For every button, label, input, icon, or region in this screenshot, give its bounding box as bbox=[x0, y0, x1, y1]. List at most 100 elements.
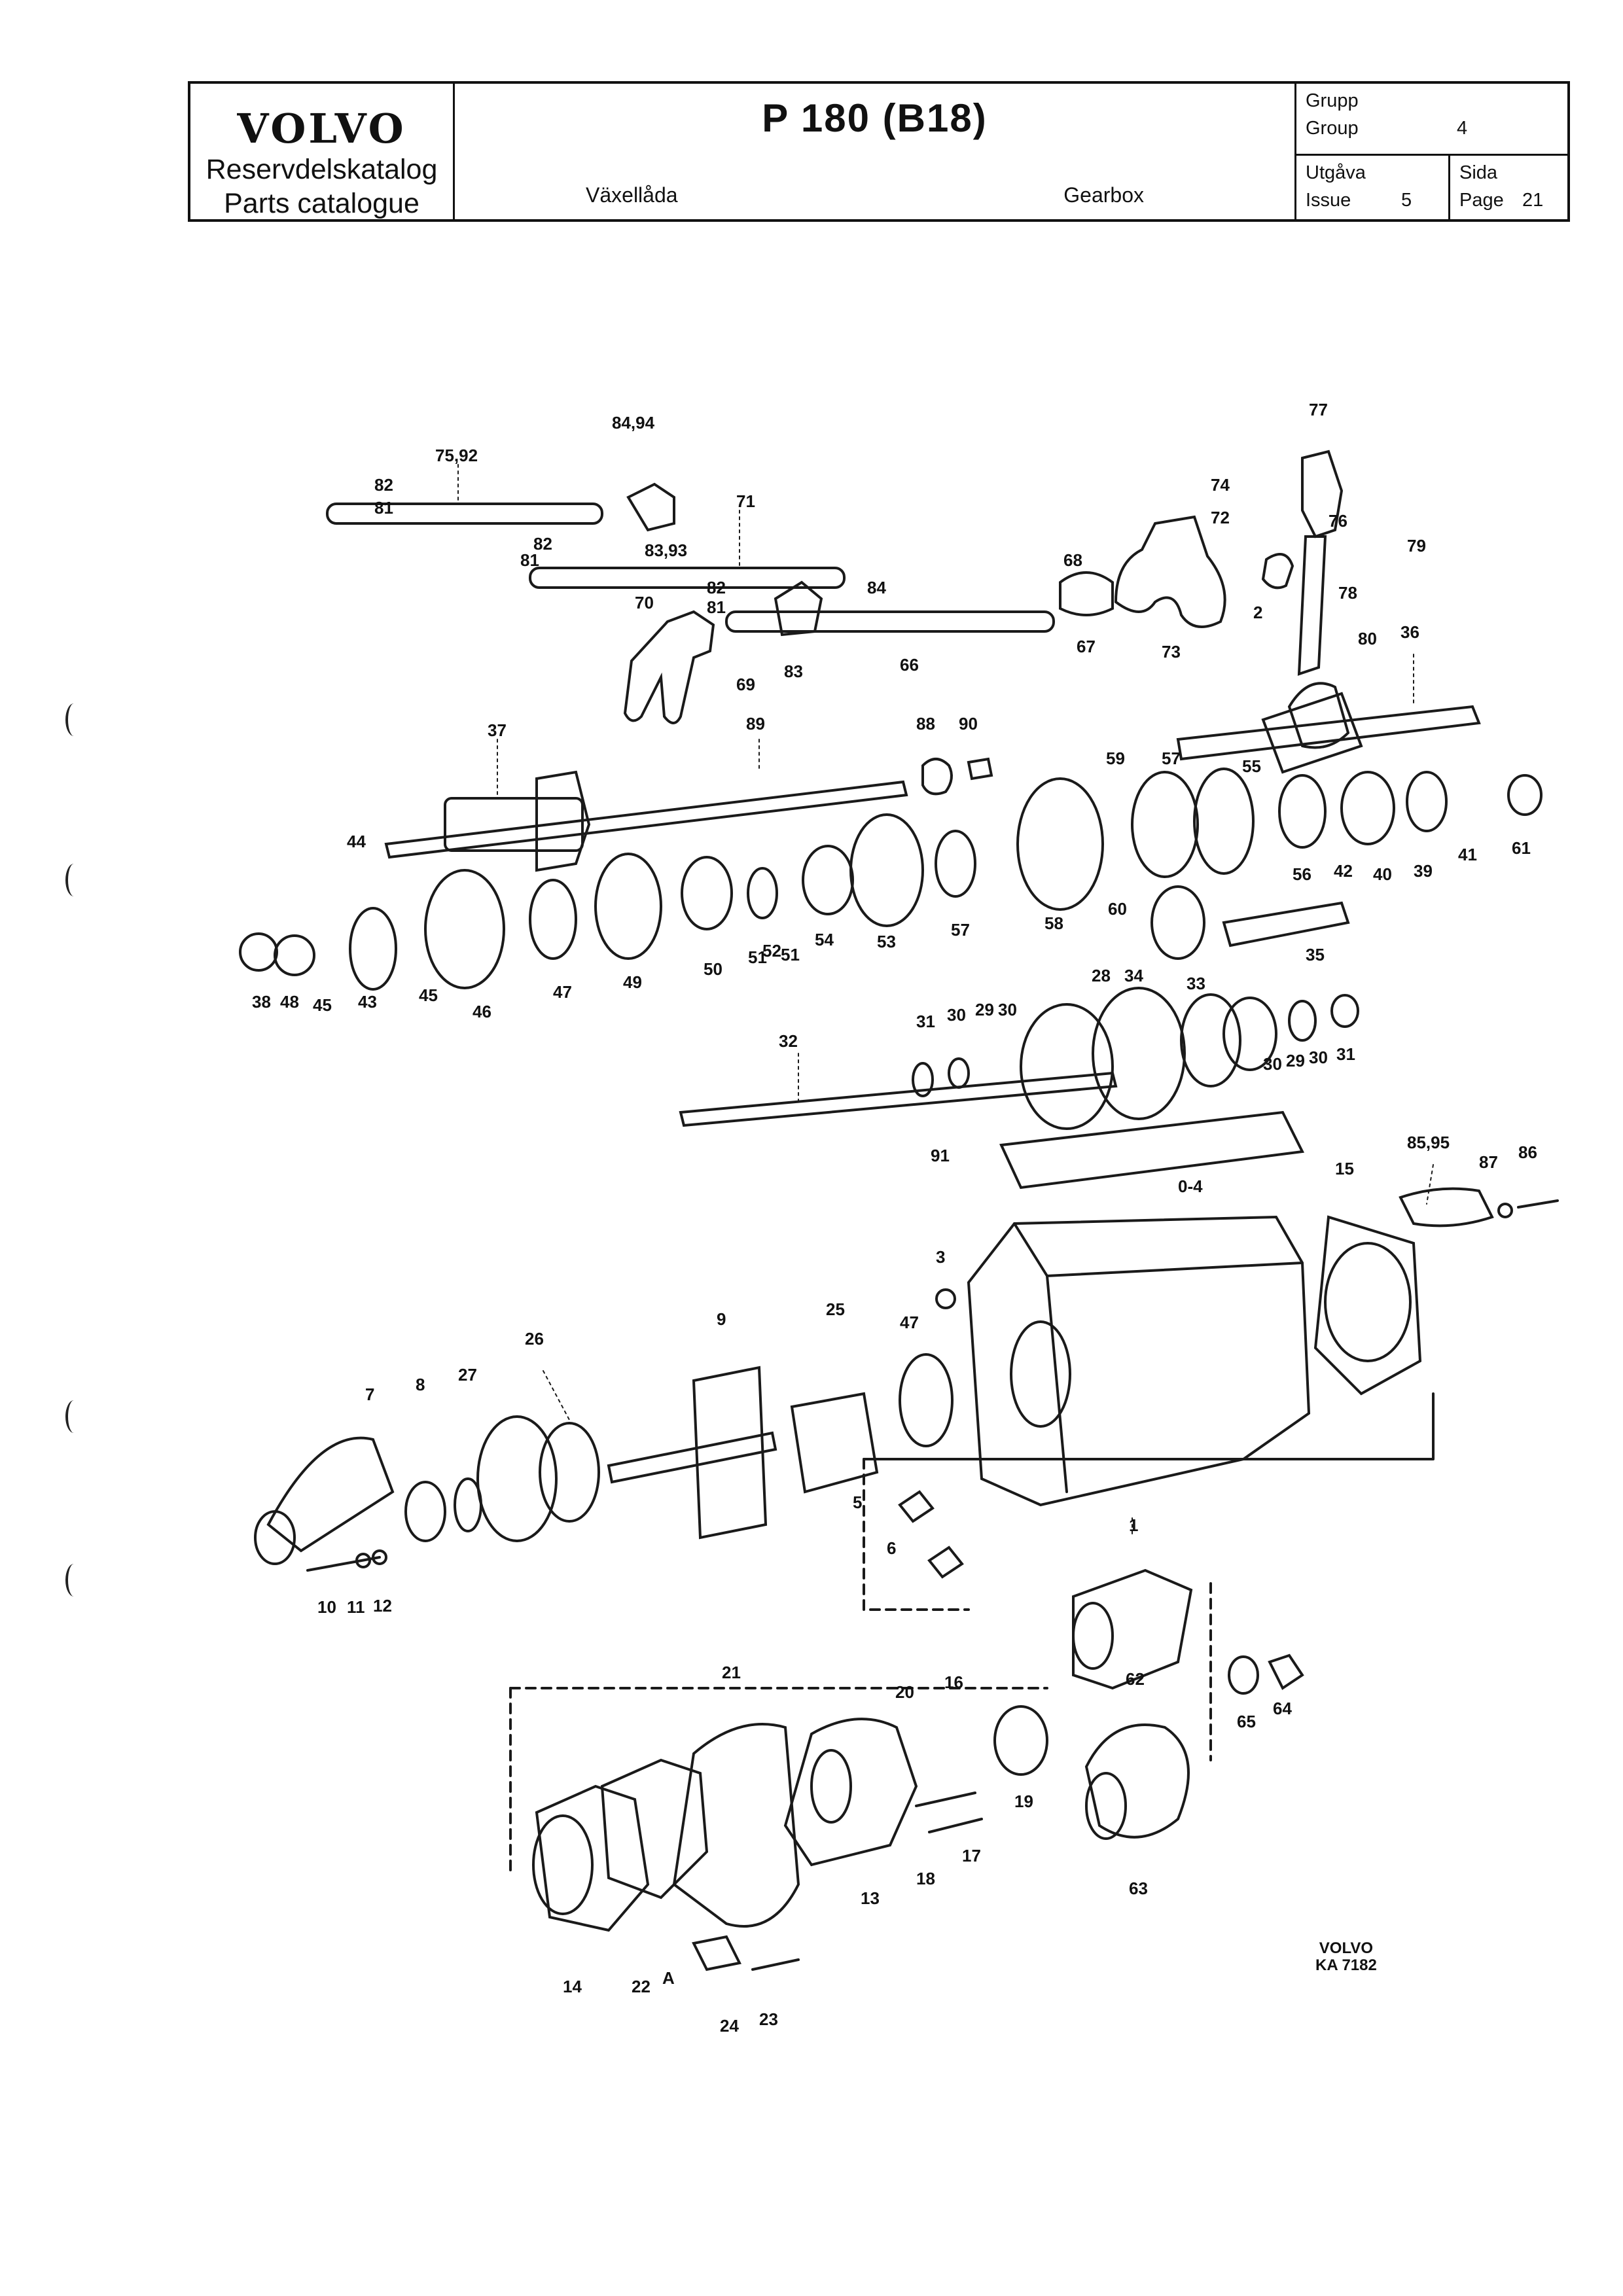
callout: 15 bbox=[1335, 1159, 1354, 1178]
callout: 63 bbox=[1129, 1879, 1148, 1898]
callout: 30 bbox=[1309, 1048, 1328, 1067]
callout: 61 bbox=[1512, 838, 1531, 858]
callout: 74 bbox=[1211, 475, 1230, 495]
callout: 67 bbox=[1077, 637, 1096, 656]
callout: 3 bbox=[936, 1247, 945, 1267]
callout: 64 bbox=[1273, 1699, 1292, 1718]
callout: 14 bbox=[563, 1977, 582, 1996]
callout: 79 bbox=[1407, 536, 1426, 556]
issue-label-sv: Utgåva bbox=[1306, 162, 1366, 183]
callout: 59 bbox=[1106, 749, 1125, 768]
group-box: Grupp Group 4 bbox=[1296, 84, 1570, 156]
stamp-brand: VOLVO bbox=[1319, 1939, 1374, 1957]
model-cell: P 180 (B18) Växellåda Gearbox bbox=[455, 84, 1296, 219]
callout: 30 bbox=[1263, 1054, 1282, 1074]
callout: 21 bbox=[722, 1663, 741, 1682]
callout: 68 bbox=[1063, 550, 1082, 570]
washer-87 bbox=[1497, 1203, 1513, 1218]
callout: 31 bbox=[916, 1012, 935, 1031]
callout: 84,94 bbox=[612, 413, 655, 433]
callout: 9 bbox=[717, 1309, 726, 1329]
callout: 12 bbox=[373, 1596, 392, 1616]
callout: 5 bbox=[853, 1492, 862, 1512]
brand-cell: VOLVO Reservdelskatalog Parts catalogue bbox=[190, 84, 455, 219]
callout: 47 bbox=[900, 1313, 919, 1332]
group-label-en: Group bbox=[1306, 118, 1359, 139]
callout: 22 bbox=[632, 1977, 651, 1996]
callout: 62 bbox=[1126, 1669, 1145, 1689]
callout: 34 bbox=[1124, 966, 1143, 985]
output-shaft-assembly bbox=[254, 1288, 964, 1579]
page-box: Sida Page 21 bbox=[1450, 156, 1570, 222]
output-flanges bbox=[1072, 1568, 1304, 1840]
callout: 7 bbox=[365, 1385, 374, 1404]
callout: 72 bbox=[1211, 508, 1230, 527]
callout: 32 bbox=[779, 1031, 798, 1051]
callout: 89 bbox=[746, 714, 765, 733]
callout: 66 bbox=[900, 655, 919, 675]
volvo-logo: VOLVO bbox=[237, 105, 406, 152]
callout: 44 bbox=[347, 832, 366, 851]
callout: 27 bbox=[458, 1365, 477, 1385]
callout: 82 bbox=[374, 475, 393, 495]
binder-hole-mark bbox=[65, 703, 82, 736]
callout: 29 bbox=[975, 1000, 994, 1019]
callout: 51 bbox=[781, 945, 800, 964]
callout: 73 bbox=[1162, 642, 1181, 662]
callout: 29 bbox=[1286, 1051, 1305, 1070]
meta-cell: Grupp Group 4 Utgåva Issue 5 Sida Page 2… bbox=[1296, 84, 1570, 222]
callout: 48 bbox=[280, 992, 299, 1012]
callout: 16 bbox=[944, 1672, 963, 1692]
callout: 28 bbox=[1092, 966, 1111, 985]
catalog-title-sv: Reservdelskatalog bbox=[205, 154, 438, 185]
callout: 40 bbox=[1373, 864, 1392, 884]
callout: 76 bbox=[1329, 511, 1347, 531]
issue-value: 5 bbox=[1401, 190, 1412, 211]
callout: 45 bbox=[313, 995, 332, 1015]
bolt-86 bbox=[1517, 1199, 1559, 1209]
callout: 52 bbox=[762, 941, 781, 961]
callout: 41 bbox=[1458, 845, 1477, 864]
callout: 51 bbox=[748, 947, 767, 967]
callout: 81 bbox=[520, 550, 539, 570]
callout: 71 bbox=[736, 491, 755, 511]
callout: 81 bbox=[707, 597, 726, 617]
binder-hole-mark bbox=[65, 864, 82, 896]
callout: 90 bbox=[959, 714, 978, 733]
callout: 75,92 bbox=[435, 446, 478, 465]
callout: 78 bbox=[1338, 583, 1357, 603]
shift-cover bbox=[1399, 1187, 1494, 1227]
callout: 23 bbox=[759, 2009, 778, 2029]
callout: 83 bbox=[784, 662, 803, 681]
callout: 13 bbox=[861, 1888, 880, 1908]
callout: 77 bbox=[1309, 400, 1328, 419]
callout: 53 bbox=[877, 932, 896, 951]
callout: 43 bbox=[358, 992, 377, 1012]
callout: 35 bbox=[1306, 945, 1325, 964]
issue-box: Utgåva Issue 5 bbox=[1296, 156, 1450, 222]
callout-labels: 84,94 75,92 82 81 83,93 71 82 81 82 84 8… bbox=[252, 400, 1537, 2036]
callout: 85,95 bbox=[1407, 1133, 1450, 1152]
section-title-sv: Växellåda bbox=[586, 183, 678, 207]
callout: 33 bbox=[1186, 974, 1205, 993]
input-shaft bbox=[1176, 682, 1481, 774]
callout: 30 bbox=[998, 1000, 1017, 1019]
callout: 82 bbox=[533, 534, 552, 554]
callout: 38 bbox=[252, 992, 271, 1012]
callout: 56 bbox=[1293, 864, 1311, 884]
callout: 57 bbox=[1162, 749, 1181, 768]
callout: 69 bbox=[736, 675, 755, 694]
callout: 54 bbox=[815, 930, 834, 949]
callout: 11 bbox=[347, 1597, 365, 1617]
callout: 87 bbox=[1479, 1152, 1498, 1172]
group-label-sv: Grupp bbox=[1306, 90, 1359, 111]
callout: 42 bbox=[1334, 861, 1353, 881]
gearbox-housing bbox=[863, 1215, 1435, 1611]
callout: 39 bbox=[1414, 861, 1433, 881]
cover-gasket bbox=[999, 1110, 1305, 1190]
callout: 84 bbox=[867, 578, 886, 597]
drawing-stamp: VOLVO KA 7182 bbox=[1315, 1940, 1377, 1974]
callout: 65 bbox=[1237, 1712, 1256, 1731]
callout-leaders bbox=[457, 464, 1434, 1538]
callout: 31 bbox=[1336, 1044, 1355, 1064]
